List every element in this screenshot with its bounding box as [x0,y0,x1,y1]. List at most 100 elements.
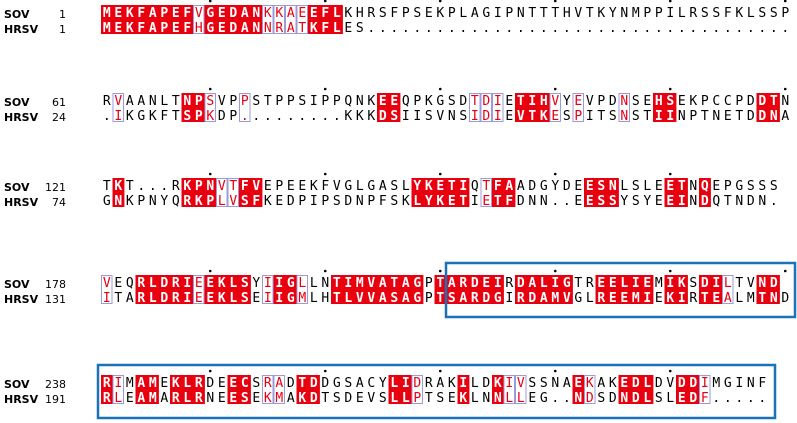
residue-sov: R [172,276,180,291]
residue-hrsv: N [770,291,778,306]
tick-dot [553,172,557,176]
alignment-block-4: SOV 178 HRSV 131 VIETQARRLLDDRRIIEEEEKKL… [4,261,797,319]
residue-sov: S [666,94,674,109]
residue-hrsv: S [609,194,617,209]
residue-hrsv: L [149,291,157,306]
identity-cell [434,275,447,304]
residue-sov: L [678,6,686,21]
similarity-cell [572,93,584,122]
residue-sov: D [632,376,640,391]
identity-cell [411,275,424,304]
residue-hrsv: V [436,109,444,124]
residue-hrsv: T [436,291,444,306]
residue-hrsv: M [551,291,559,306]
residue-sov: E [655,179,663,194]
residue-hrsv: . [597,21,605,36]
residue-sov: L [540,276,548,291]
residue-sov: H [540,94,548,109]
residue-hrsv: F [183,21,191,36]
residue-sov: S [390,179,398,194]
identity-cell [239,275,251,304]
residue-sov: M [103,6,111,21]
residue-hrsv: D [758,109,766,124]
residue-hrsv: D [482,109,490,124]
identity-cell [388,375,401,404]
tick-dot [668,87,672,91]
residue-hrsv: S [241,291,249,306]
tick-dot [783,269,787,273]
tick-dot [323,269,327,273]
residue-hrsv: F [321,21,329,36]
residue-hrsv: K [126,109,134,124]
residue-sov: D [471,276,479,291]
residue-sov: N [620,94,628,109]
residue-hrsv: E [620,291,628,306]
residue-hrsv: . [574,21,582,36]
residue-hrsv: E [666,194,674,209]
residue-hrsv: K [126,194,134,209]
identity-cell [158,275,171,304]
residue-columns: TGKNTK.P.N.YRQKRPKNPVLTVFSVFEKPEEDEPKIFP… [103,172,778,209]
residue-sov: N [620,6,628,21]
residue-sov: N [551,376,559,391]
residue-hrsv: . [264,109,272,124]
residue-sov: D [287,376,295,391]
identity-cell [630,375,642,404]
identity-cell [170,275,182,304]
identity-cell [400,275,412,304]
residue-hrsv: . [724,391,732,406]
residue-hrsv: Q [172,194,180,209]
residue-hrsv: T [114,291,122,306]
residue-hrsv: S [425,109,433,124]
residue-sov: N [149,94,157,109]
residue-hrsv: D [344,194,352,209]
residue-sov: D [482,94,490,109]
residue-hrsv: D [689,391,697,406]
residue-hrsv: N [540,194,548,209]
residue-hrsv: D [586,391,594,406]
residue-sov: V [103,276,111,291]
residue-hrsv: R [103,391,111,406]
residue-sov: R [137,276,145,291]
residue-hrsv: T [298,21,306,36]
tick-dot [668,269,672,273]
residue-hrsv: . [298,109,306,124]
identity-cell [319,5,332,34]
similarity-cell [239,93,251,122]
residue-sov: P [781,6,789,21]
residue-hrsv: . [413,21,421,36]
residue-hrsv: I [310,194,318,209]
residue-hrsv: E [114,21,122,36]
residue-sov: L [160,94,168,109]
residue-hrsv: . [540,21,548,36]
residue-hrsv: . [241,109,249,124]
identity-cell [607,178,619,207]
seq-name-sov: SOV [4,181,30,194]
residue-hrsv: F [505,194,513,209]
residue-hrsv: N [689,194,697,209]
residue-hrsv: D [160,291,168,306]
residue-hrsv: . [310,109,318,124]
identity-cell [710,275,723,304]
residue-sov: T [103,179,111,194]
residue-sov: Y [252,276,260,291]
residue-hrsv: D [701,194,709,209]
tick-dot [438,0,442,3]
residue-sov: T [298,376,306,391]
residue-hrsv: I [183,291,191,306]
residue-sov: E [172,6,180,21]
residue-sov: I [712,276,720,291]
residue-sov: V [574,6,582,21]
residue-sov: P [321,94,329,109]
residue-hrsv: . [758,391,766,406]
identity-cell [216,5,228,34]
residue-sov: D [655,376,663,391]
residue-hrsv: . [436,21,444,36]
identity-cell [618,275,631,304]
residue-hrsv: . [563,21,571,36]
residue-hrsv: S [459,109,467,124]
residue-sov: V [551,94,559,109]
identity-cell [503,178,516,207]
residue-sov: R [689,6,697,21]
similarity-cell [193,275,205,304]
